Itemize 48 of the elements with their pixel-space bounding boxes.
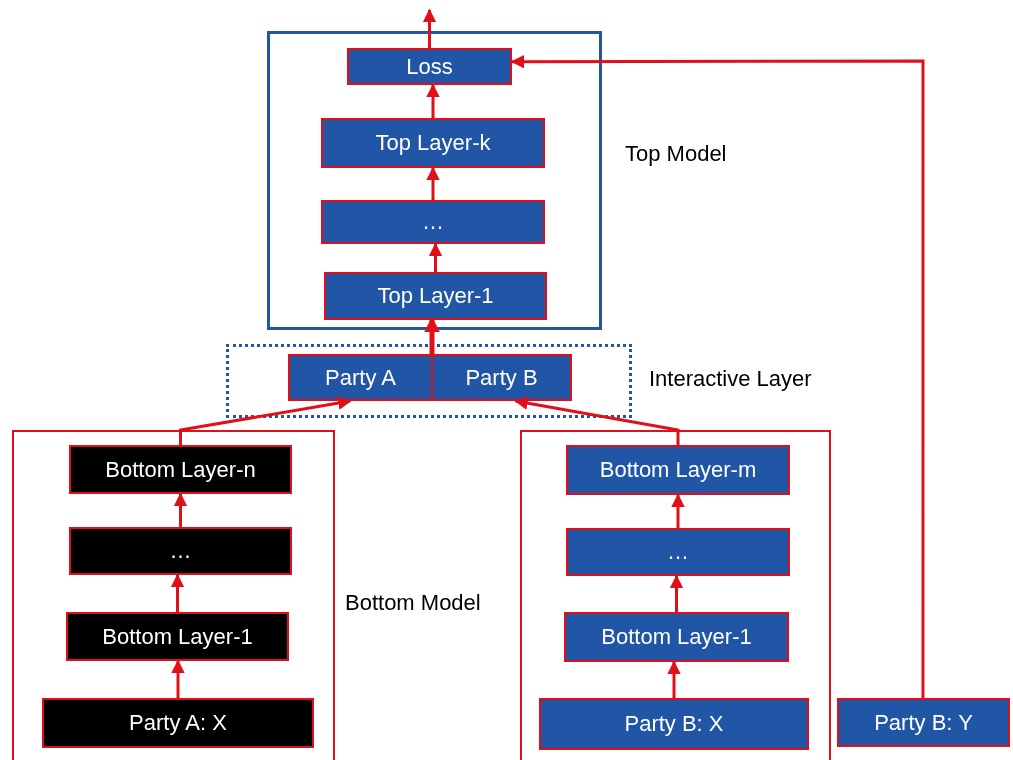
layer-label: Party A bbox=[325, 364, 396, 391]
layer-box bbox=[324, 272, 547, 320]
arrow bbox=[671, 493, 685, 528]
group-label: Top Model bbox=[625, 141, 727, 167]
layer-label: … bbox=[169, 538, 192, 564]
layer-box bbox=[431, 354, 572, 401]
layer-label: … bbox=[422, 209, 444, 235]
layer-label: Party B: X bbox=[624, 711, 724, 737]
arrow bbox=[426, 83, 440, 118]
model-box bbox=[12, 430, 335, 760]
layer-label: Bottom Layer-1 bbox=[102, 623, 253, 650]
arrow bbox=[170, 573, 185, 612]
arrow bbox=[667, 660, 681, 698]
layer-box bbox=[69, 527, 292, 575]
arrow bbox=[510, 54, 925, 698]
layer-box bbox=[288, 354, 433, 401]
layer-box bbox=[321, 200, 545, 244]
arrow bbox=[669, 574, 684, 612]
layer-box bbox=[69, 445, 292, 494]
layer-label: Bottom Layer-1 bbox=[601, 624, 752, 650]
arrow bbox=[173, 492, 188, 527]
layer-box bbox=[837, 698, 1010, 747]
layer-label: Loss bbox=[406, 53, 453, 80]
layer-box bbox=[564, 612, 789, 662]
arrow bbox=[422, 8, 437, 48]
arrow bbox=[179, 396, 352, 445]
layer-label: Top Layer-1 bbox=[377, 283, 494, 309]
layer-label: Party B bbox=[465, 364, 538, 391]
layer-box bbox=[321, 118, 545, 168]
arrow bbox=[426, 166, 440, 200]
layer-label: Party B: Y bbox=[874, 709, 973, 736]
arrow bbox=[171, 659, 185, 698]
arrow bbox=[514, 396, 680, 445]
layer-box bbox=[66, 612, 289, 661]
layer-label: … bbox=[667, 539, 689, 565]
model-box bbox=[520, 430, 831, 760]
layer-box bbox=[539, 698, 809, 750]
layer-box bbox=[42, 698, 314, 748]
group-label: Interactive Layer bbox=[649, 366, 812, 392]
layer-box bbox=[566, 445, 790, 495]
layer-label: Bottom Layer-n bbox=[105, 456, 256, 483]
layer-label: Party A: X bbox=[129, 710, 227, 736]
group-label: Bottom Model bbox=[345, 590, 481, 616]
layer-box bbox=[566, 528, 790, 576]
layer-label: Bottom Layer-m bbox=[599, 457, 757, 483]
layer-box bbox=[347, 48, 512, 85]
layer-label: Top Layer-k bbox=[375, 130, 491, 156]
arrow bbox=[428, 242, 443, 272]
